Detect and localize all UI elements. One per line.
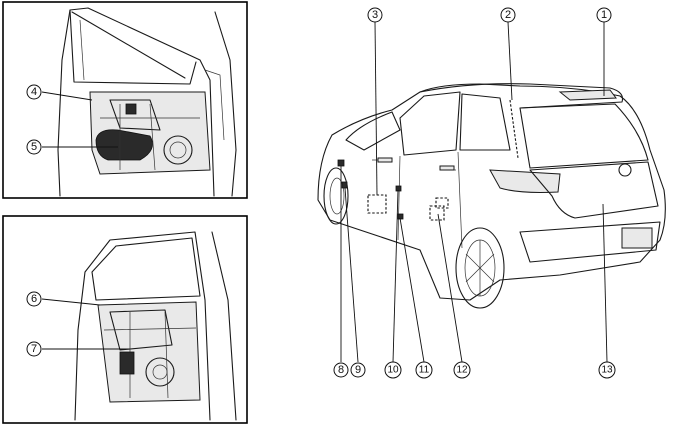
- svg-text:2: 2: [505, 9, 511, 21]
- svg-text:7: 7: [31, 343, 37, 355]
- license-plate: [621, 227, 653, 249]
- front-pillar: [214, 11, 237, 197]
- rear-door-handle: [439, 165, 455, 171]
- rear-spoiler: [558, 89, 617, 101]
- tail-light: [489, 169, 561, 193]
- callout-4: 4: [26, 84, 42, 100]
- leader-10: [392, 189, 399, 363]
- leader-2: [507, 21, 513, 101]
- callout-1: 1: [596, 7, 612, 23]
- leader-12: [437, 213, 463, 363]
- leader-4: [41, 91, 93, 101]
- callout-5: 5: [26, 139, 42, 155]
- svg-text:6: 6: [31, 293, 37, 305]
- part-11-clip: [397, 213, 404, 220]
- callout-8: 8: [333, 362, 349, 378]
- callout-3: 3: [367, 7, 383, 23]
- hatchback-car: [317, 83, 666, 309]
- part-3-location: [367, 194, 387, 214]
- svg-text:8: 8: [338, 364, 344, 376]
- svg-text:1: 1: [601, 9, 607, 21]
- callout-9: 9: [350, 362, 366, 378]
- svg-text:12: 12: [456, 365, 468, 376]
- svg-text:13: 13: [601, 365, 613, 376]
- part-12-location: [429, 205, 445, 221]
- front-door-handle: [377, 157, 393, 163]
- leader-11: [399, 217, 425, 363]
- rear-emblem: [618, 163, 632, 177]
- front-side-window: [399, 91, 461, 156]
- svg-text:5: 5: [31, 141, 37, 153]
- rear-window-frame: [91, 237, 201, 301]
- front-window-top-line: [71, 11, 186, 79]
- callout-2: 2: [500, 7, 516, 23]
- rear-side-window: [459, 93, 511, 151]
- rear-speaker: [145, 357, 175, 387]
- svg-text:9: 9: [355, 364, 361, 376]
- svg-text:3: 3: [372, 9, 378, 21]
- leader-13: [602, 203, 608, 363]
- front-speaker: [163, 135, 193, 165]
- leader-6: [41, 298, 101, 306]
- part-10-clip: [395, 185, 402, 192]
- callout-12: 12: [453, 361, 471, 379]
- rear-wheel: [455, 227, 505, 309]
- callout-10: 10: [384, 361, 402, 379]
- rear-window-regulator: [109, 309, 173, 351]
- rear-door-inset: 6 7: [2, 215, 248, 424]
- rear-pillar: [211, 231, 237, 421]
- part-8-clip: [337, 159, 345, 167]
- svg-text:11: 11: [419, 365, 430, 376]
- car-leaders: [340, 21, 608, 363]
- front-door-trim-piece: [95, 129, 153, 161]
- leader-9: [344, 187, 359, 363]
- rear-window: [519, 103, 649, 169]
- leader-3: [374, 21, 378, 196]
- front-door-inset: 4 5: [2, 1, 248, 199]
- rear-door-outline: [74, 231, 211, 421]
- car-body-outline: [317, 83, 666, 301]
- front-window-frame: [69, 9, 197, 85]
- windshield-side: [345, 111, 401, 151]
- rear-bumper: [519, 221, 661, 263]
- rear-hatch: [529, 161, 659, 219]
- callout-13: 13: [598, 361, 616, 379]
- svg-text:4: 4: [31, 86, 37, 98]
- front-door-outline: [57, 7, 215, 197]
- part-2-location: [509, 99, 519, 159]
- rear-door-inner-panel: [97, 301, 201, 403]
- front-window-regulator: [109, 99, 161, 131]
- callout-7: 7: [26, 341, 42, 357]
- front-wheel: [323, 167, 349, 225]
- svg-text:10: 10: [387, 365, 399, 376]
- callout-6: 6: [26, 291, 42, 307]
- car-roof: [419, 83, 624, 109]
- callout-11: 11: [415, 361, 433, 379]
- part-9-clip: [341, 181, 348, 189]
